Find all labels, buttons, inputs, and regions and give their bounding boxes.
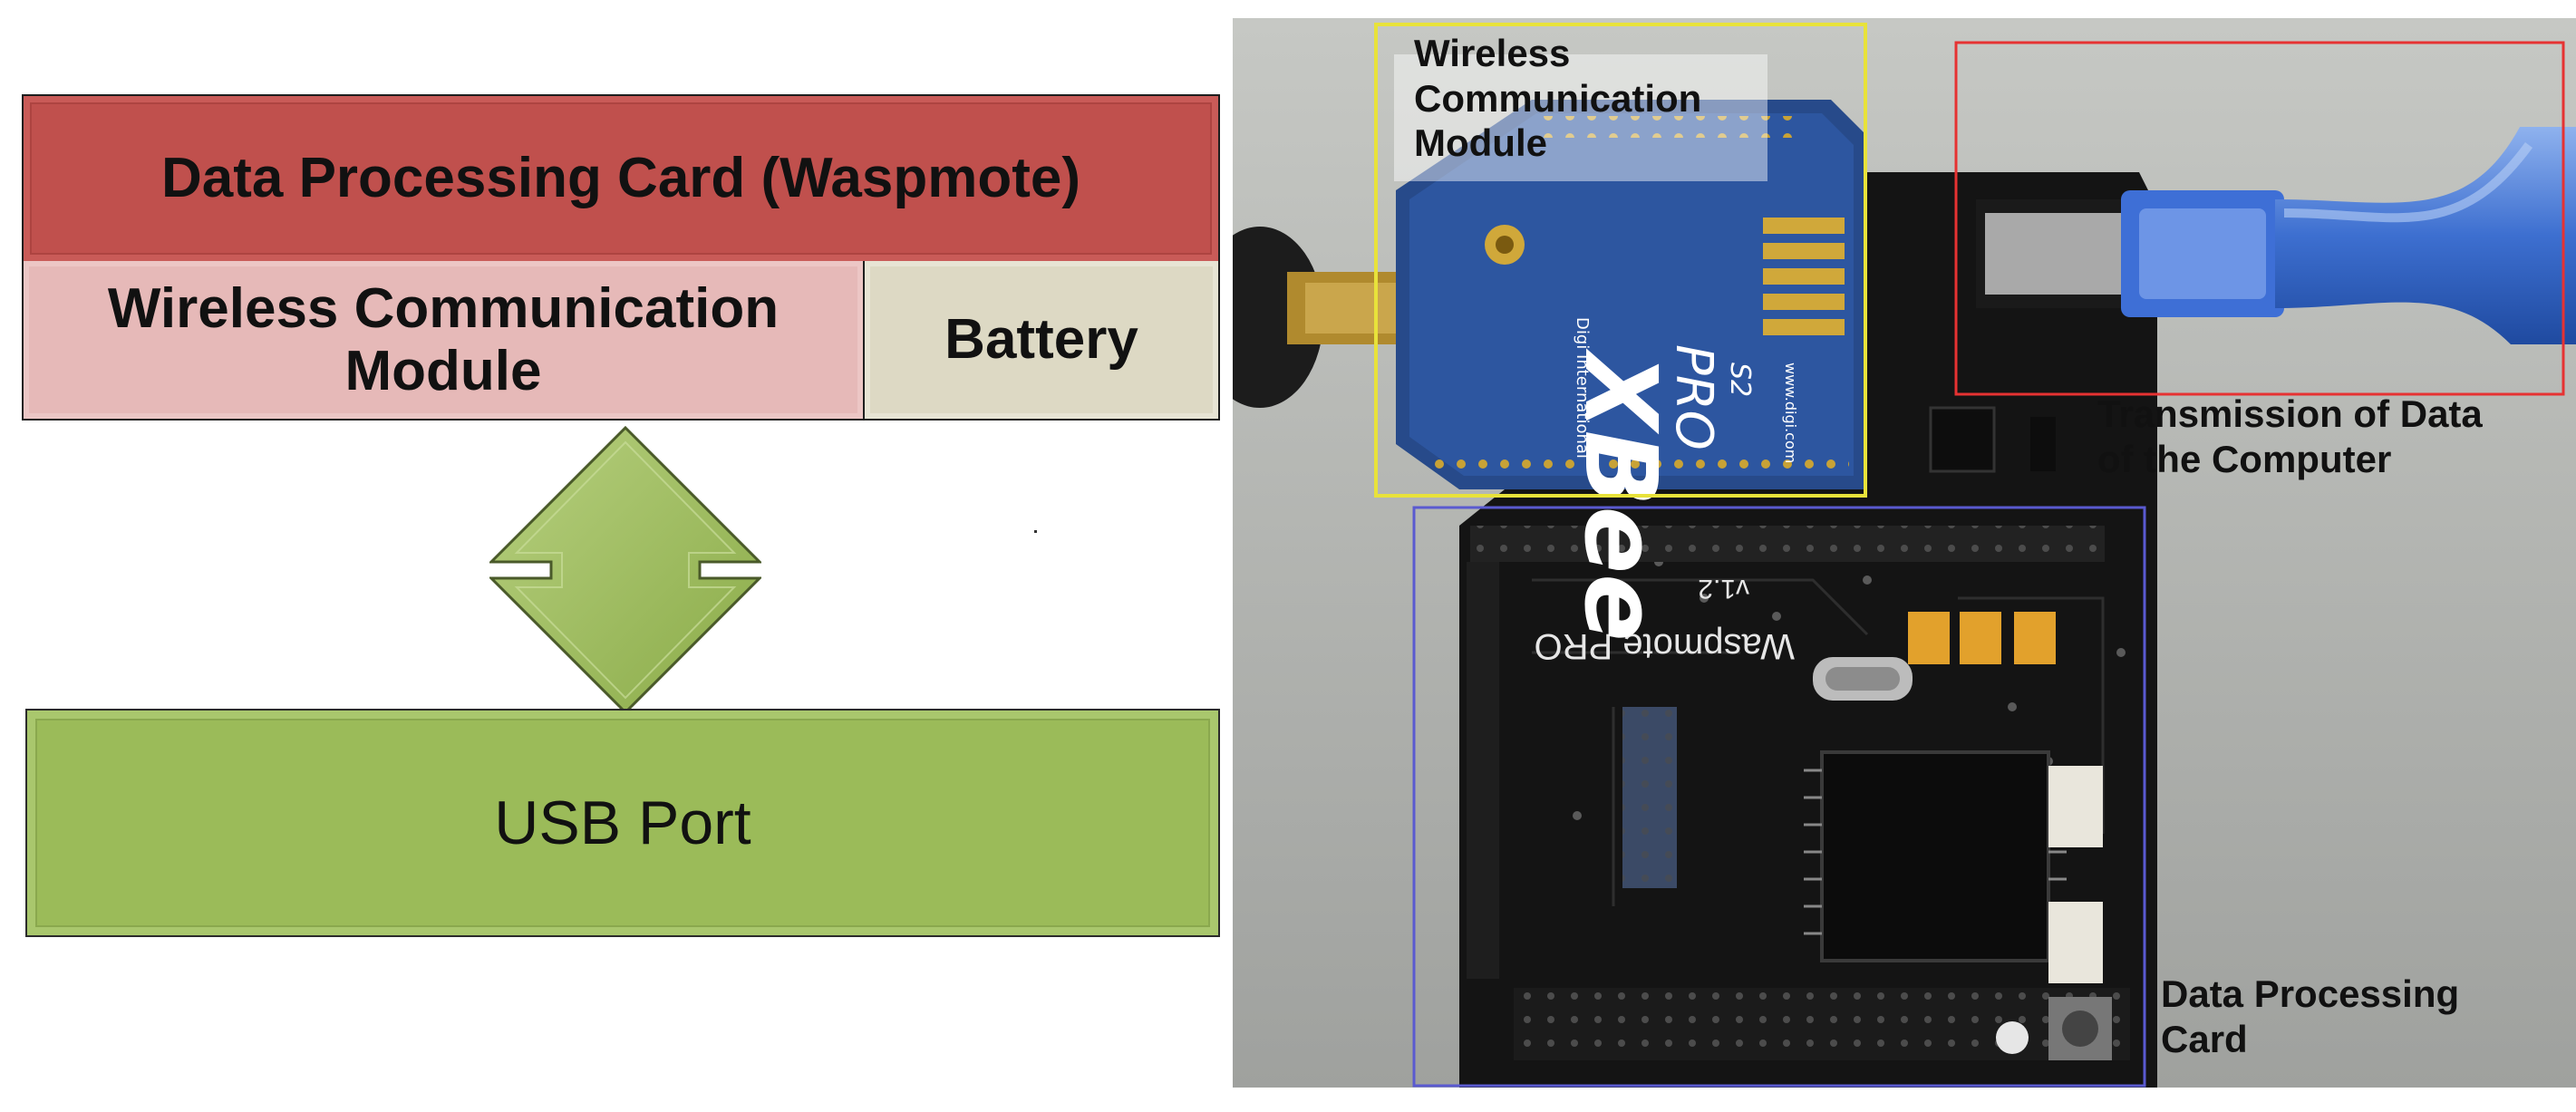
board-marking-text: Waspmote PRO	[1535, 626, 1795, 666]
battery-label: Battery	[944, 308, 1138, 372]
xbee-url-text: www.digi.com	[1782, 363, 1799, 463]
wireless-module-block: Wireless Communication Module	[22, 261, 865, 421]
wireless-module-highlight-box	[1374, 23, 1867, 498]
xbee-maker-text: Digi International	[1573, 317, 1592, 459]
bidirectional-arrow-icon	[489, 426, 761, 714]
transmission-photo-label: Transmission of Data of the Computer	[2097, 392, 2483, 480]
wireless-module-label: Wireless Communication Module	[107, 276, 780, 402]
wireless-module-photo-label: Wireless Communication Module	[1414, 32, 1702, 165]
usb-port-block: USB Port	[25, 709, 1220, 937]
battery-block: Battery	[863, 261, 1220, 421]
xbee-series-text: S2	[1724, 363, 1756, 397]
transmission-highlight-box	[1954, 41, 2565, 396]
data-processing-card-label: Data Processing Card (Waspmote)	[160, 147, 1081, 210]
processing-card-highlight-box	[1412, 506, 2146, 1088]
data-processing-card-block: Data Processing Card (Waspmote)	[22, 94, 1220, 263]
xbee-model-text: PRO	[1664, 344, 1723, 450]
hardware-photo: Waspmote PRO v1.2 XBee PRO S2 Digi Inter…	[1233, 18, 2576, 1088]
waspmote-board-photo: Waspmote PRO v1.2 XBee PRO S2 Digi Inter…	[1233, 18, 2576, 1088]
processing-card-photo-label: Data Processing Card	[2161, 972, 2460, 1060]
board-version-text: v1.2	[1698, 574, 1749, 604]
stray-dot	[1034, 530, 1037, 533]
usb-port-label: USB Port	[494, 788, 751, 857]
